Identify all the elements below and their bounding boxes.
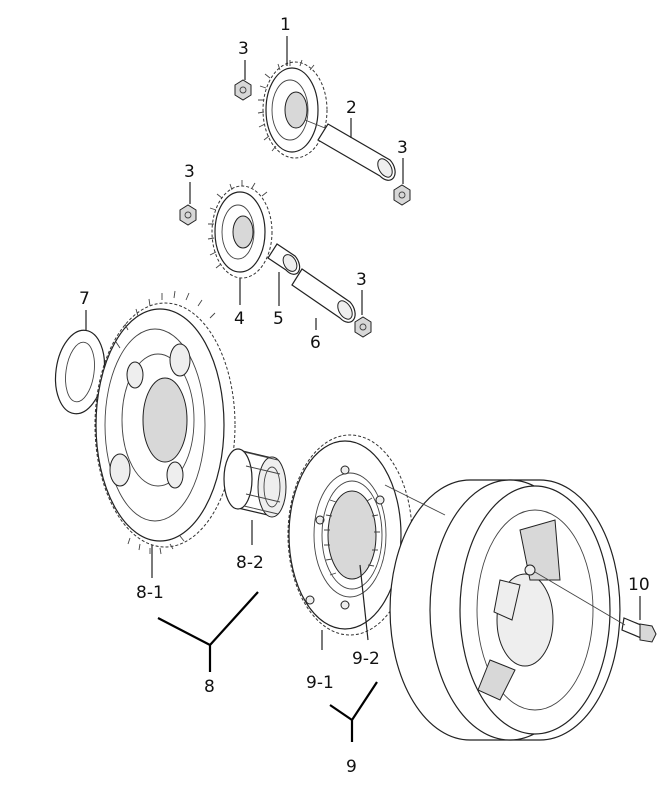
callout-4: 4 [234, 309, 245, 329]
assembly-brace-8 [157, 591, 259, 672]
nut-3c [179, 204, 197, 226]
assembly-brace-9 [329, 681, 378, 742]
idle-gear-1 [257, 59, 328, 159]
nut-3b [393, 184, 411, 206]
callout-3c: 3 [184, 162, 195, 182]
shaft-2 [304, 119, 396, 181]
callout-10: 10 [628, 575, 650, 595]
callout-9-2: 9-2 [352, 649, 380, 669]
reduction-gear-4 [207, 180, 273, 279]
flywheel-rotor [389, 479, 621, 741]
nut-3a [234, 79, 252, 101]
callout-8: 8 [204, 677, 215, 697]
callout-7: 7 [79, 289, 90, 309]
shaft-6 [291, 268, 356, 323]
leader-lines [85, 36, 641, 650]
callout-labels: 1 3 2 3 3 3 7 4 5 6 8-2 8-1 10 9-2 9-1 8… [79, 15, 650, 777]
bushing-5 [267, 243, 301, 275]
callout-8-2: 8-2 [236, 553, 264, 573]
callout-6: 6 [310, 333, 321, 353]
callout-9-1: 9-1 [306, 673, 334, 693]
callout-3b: 3 [397, 138, 408, 158]
callout-2: 2 [346, 98, 357, 118]
clutch-housing-9-1 [287, 434, 413, 636]
callout-3d: 3 [356, 270, 367, 290]
sprag-rollers-9-2 [321, 480, 383, 590]
callout-8-1: 8-1 [136, 583, 164, 603]
needle-bearing-8-2 [223, 448, 287, 518]
starter-driven-gear-8-1 [94, 290, 236, 555]
callout-9: 9 [346, 757, 357, 777]
nut-3d [354, 316, 372, 338]
callout-5: 5 [273, 309, 284, 329]
bolt-10 [621, 617, 657, 643]
callout-1: 1 [280, 15, 291, 35]
callout-3a: 3 [238, 39, 249, 59]
